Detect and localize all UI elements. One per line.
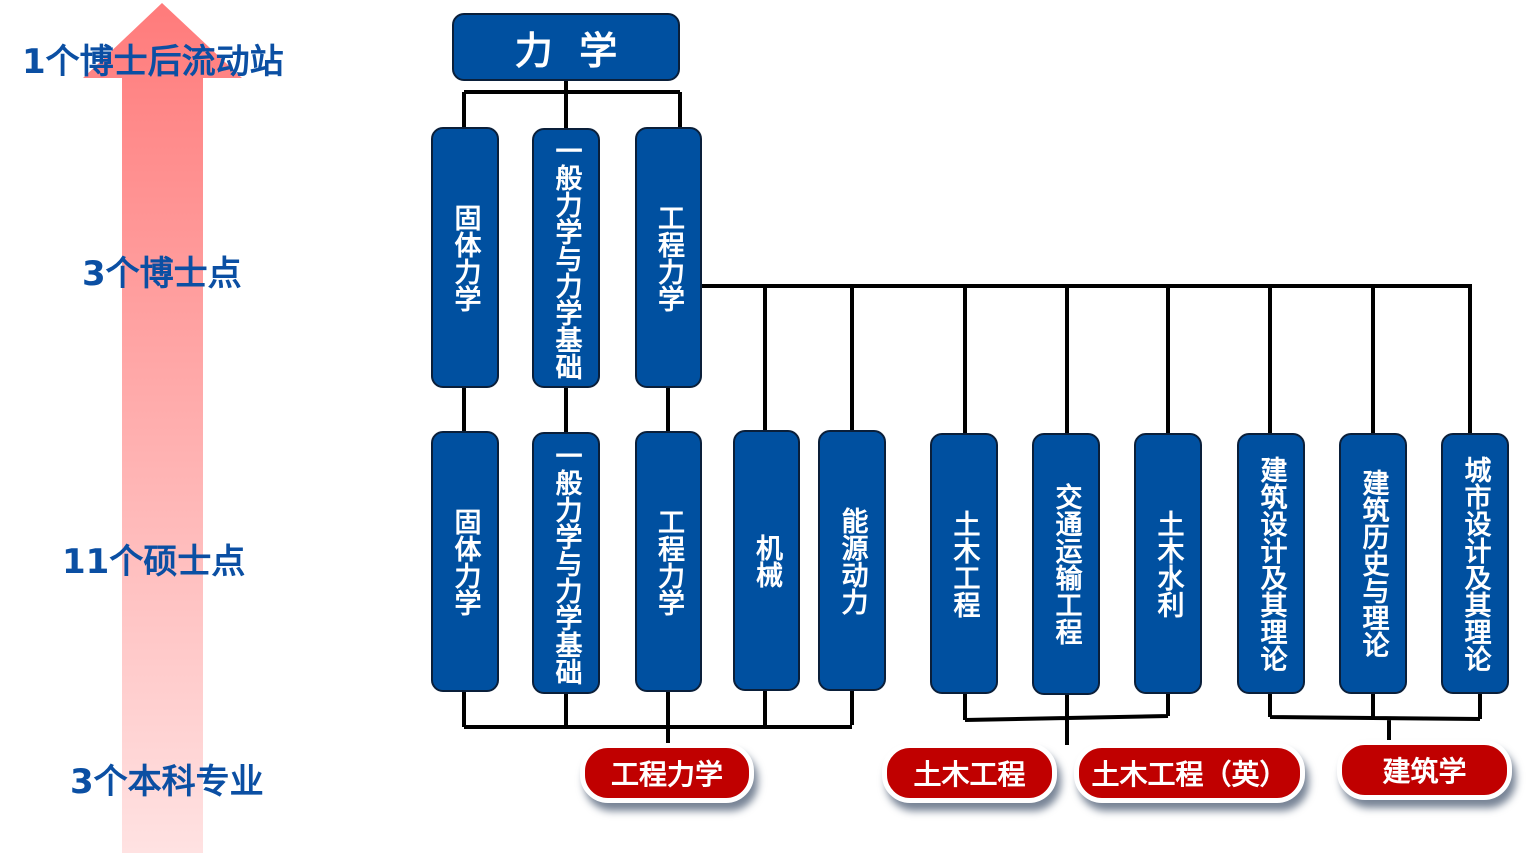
up-arrow-icon [83, 3, 242, 853]
master-program: 城市设计及其理论 [1441, 433, 1509, 694]
level-postdoc: 1个博士后流动站 [22, 42, 284, 82]
level-phd: 3个博士点 [82, 254, 242, 294]
phd-program: 固体力学 [431, 127, 499, 388]
phd-program: 一般力学与力学基础 [532, 128, 600, 388]
master-program: 土木工程 [930, 433, 998, 694]
connector-lines [462, 81, 1482, 745]
phd-program: 工程力学 [635, 127, 702, 388]
master-program: 土木水利 [1134, 433, 1202, 694]
level-bachelor: 3个本科专业 [70, 762, 264, 802]
master-program: 建筑设计及其理论 [1237, 433, 1305, 694]
level-master: 11个硕士点 [62, 542, 246, 582]
bachelor-program: 工程力学 [580, 743, 754, 803]
master-program: 机械 [733, 430, 800, 691]
master-program: 交通运输工程 [1032, 433, 1100, 695]
root-mechanics: 力 学 [452, 13, 680, 81]
master-program: 一般力学与力学基础 [532, 432, 600, 694]
master-program: 固体力学 [431, 431, 499, 692]
bachelor-program: 土木工程（英） [1074, 743, 1305, 803]
bachelor-program: 土木工程 [882, 743, 1057, 803]
bachelor-program: 建筑学 [1337, 740, 1512, 800]
master-program: 建筑历史与理论 [1339, 433, 1407, 694]
master-program: 工程力学 [635, 431, 702, 692]
master-program: 能源动力 [818, 430, 886, 691]
